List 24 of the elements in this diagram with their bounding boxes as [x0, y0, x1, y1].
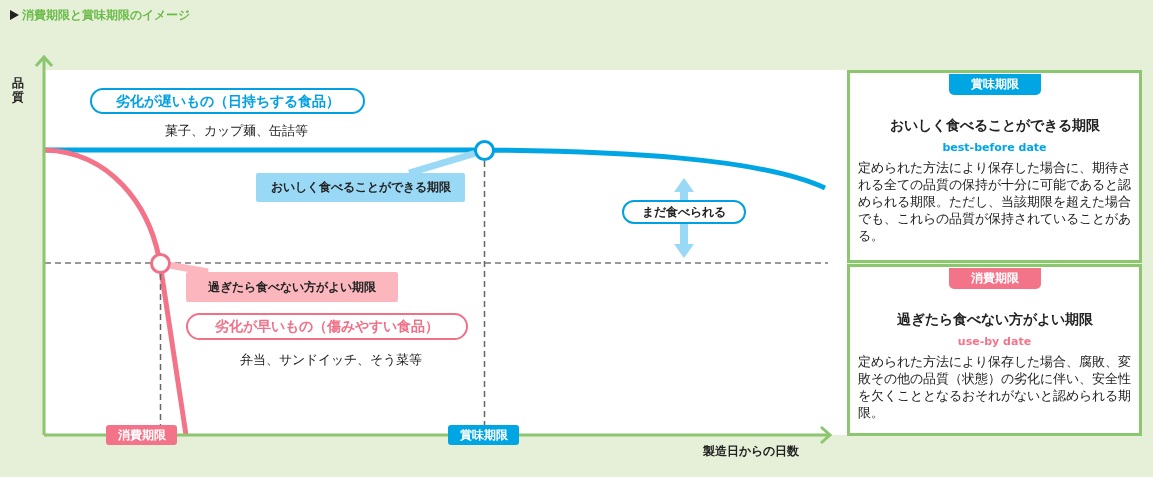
panel-description: 定められた方法により保存した場合、腐敗、変敗その他の品質（状態）の劣化に伴い、安全性を欠くこととなるおそれがないと認められる期限。: [858, 353, 1132, 421]
axis-tag: 賞味期限: [448, 425, 519, 445]
info-panel: [847, 70, 1142, 263]
dashed-line: [483, 160, 486, 426]
panel-heading: おいしく食べることができる期限: [888, 117, 1101, 135]
panel-tag: 賞味期限: [948, 74, 1041, 95]
callout-label: おいしく食べることができる期限: [256, 173, 465, 202]
panel-subtitle: use-by date: [956, 335, 1033, 348]
panel-tag: 消費期限: [948, 268, 1041, 289]
title: 消費期限と賞味期限のイメージ: [10, 7, 190, 24]
category-pill: 劣化が早いもの（傷みやすい食品）: [186, 313, 468, 340]
panel-heading: 過ぎたら食べない方がよい期限: [895, 311, 1094, 329]
note-text: 菓子、カップ麺、缶詰等: [165, 123, 308, 140]
panel-description: 定められた方法により保存した場合に、期待される全ての品質の保持が十分に可能であると認められる期限。ただし、当該期限を超えた場合でも、これらの品質が保持されていることがある。: [858, 159, 1132, 244]
axis-tag: 消費期限: [106, 425, 177, 445]
note-text: 弁当、サンドイッチ、そう菜等: [240, 352, 422, 369]
axis-label: 品質: [12, 76, 25, 104]
category-pill: 劣化が遅いもの（日持ちする食品）: [90, 88, 365, 114]
callout-pill: まだ食べられる: [622, 200, 746, 224]
dashed-line: [159, 273, 162, 426]
axis-label: 製造日からの日数: [703, 443, 799, 460]
callout-label: 過ぎたら食べない方がよい期限: [186, 272, 398, 302]
info-panel: [847, 264, 1142, 436]
panel-subtitle: best-before date: [941, 141, 1048, 154]
